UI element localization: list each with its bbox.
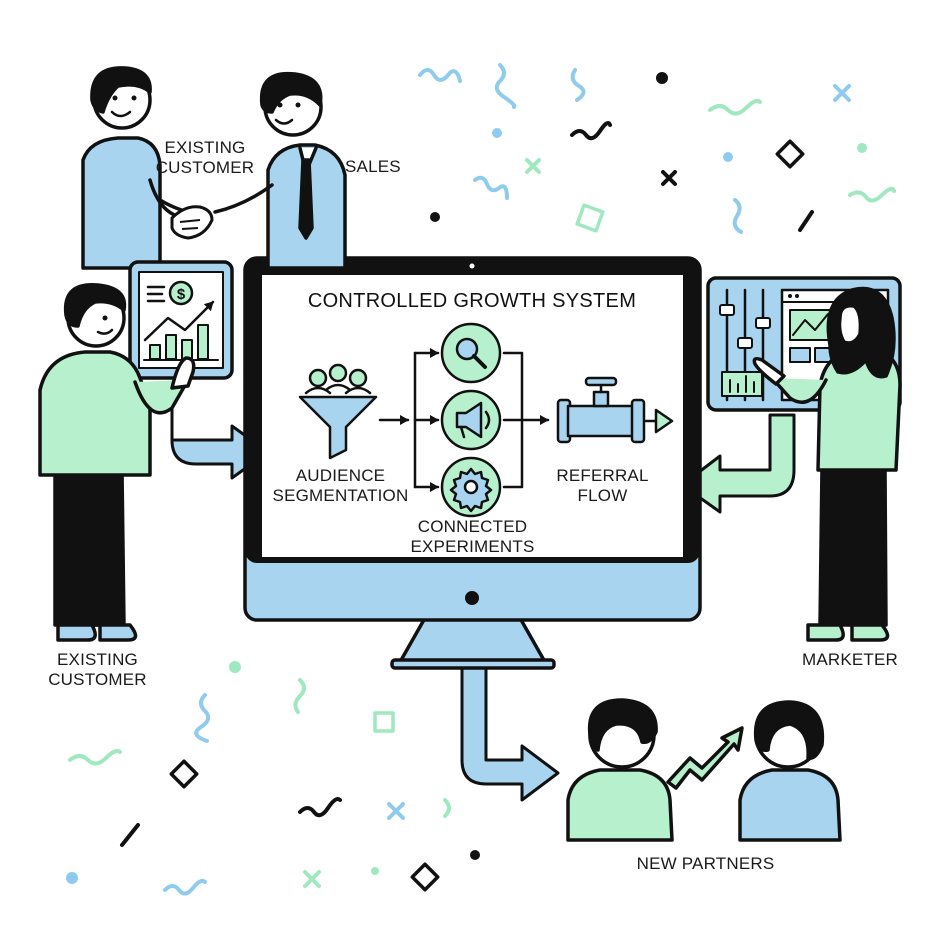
new-partners-figures: [566, 698, 842, 842]
sales-figure: [213, 71, 347, 270]
marketer-figure: [752, 286, 902, 642]
svg-text:$: $: [177, 286, 186, 303]
growth-arrow-icon: [666, 726, 744, 790]
bottom-flow-arrow: [460, 663, 560, 802]
monitor-stand: [398, 616, 547, 664]
existing-customer-top-label: EXISTING CUSTOMER: [155, 138, 255, 177]
screen-flow: [298, 322, 674, 518]
right-flow-arrow: [680, 413, 796, 514]
marketer-label: MARKETER: [801, 650, 899, 669]
handshake: [170, 205, 214, 240]
megaphone-icon: [440, 389, 502, 451]
funnel-icon: [298, 363, 378, 460]
magnifier-icon: [440, 322, 502, 384]
existing-customer-top-figure: [81, 66, 202, 270]
new-partners-label: NEW PARTNERS: [636, 854, 775, 873]
existing-customer-left-label: EXISTING CUSTOMER: [48, 650, 147, 689]
referral-flow-label: REFERRAL FLOW: [556, 466, 649, 505]
audience-segmentation-label: AUDIENCE SEGMENTATION: [272, 466, 409, 505]
monitor-power-button: [465, 591, 479, 605]
sales-label: SALES: [345, 157, 401, 176]
confetti-decoration: [68, 63, 896, 896]
pipe-valve-icon: [556, 376, 674, 444]
tablet-chart-icon: $: [128, 260, 234, 380]
confetti-dots: [66, 72, 867, 884]
connected-experiments-label: CONNECTED EXPERIMENTS: [410, 517, 535, 556]
existing-customer-left-figure: [38, 283, 196, 642]
diagram-title: CONTROLLED GROWTH SYSTEM: [307, 290, 637, 312]
necktie: [298, 158, 314, 240]
gear-icon: [440, 456, 502, 518]
